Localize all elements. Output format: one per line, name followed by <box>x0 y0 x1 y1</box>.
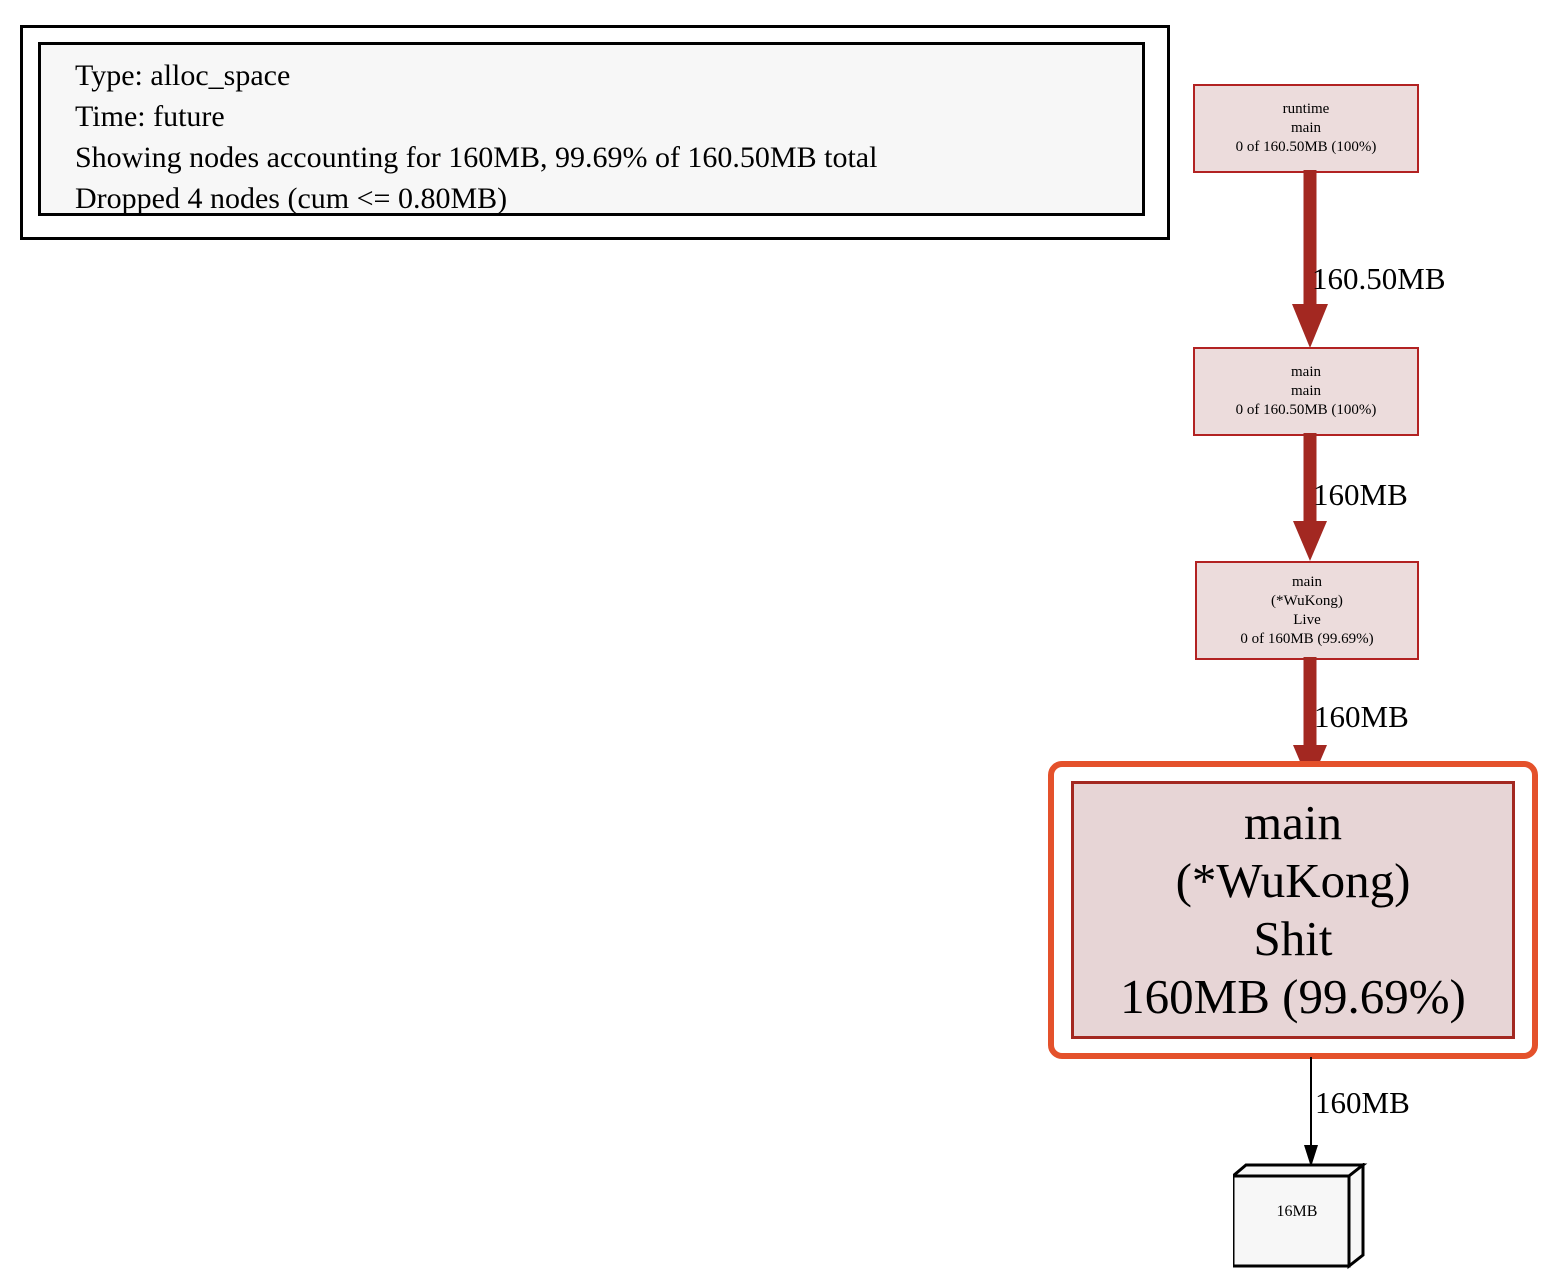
node-function-label: Shit <box>1253 911 1333 966</box>
graph-edge-4 <box>1304 1057 1318 1167</box>
node-stat-label: 160MB (99.69%) <box>1120 969 1466 1024</box>
graph-edge-1-label: 160.50MB <box>1312 261 1446 296</box>
graph-edge-3-label: 160MB <box>1314 699 1409 734</box>
graph-edge-2 <box>1293 433 1327 561</box>
node-stat-label: 0 of 160.50MB (100%) <box>1235 402 1377 418</box>
legend-box: Type: alloc_space Time: future Showing n… <box>20 25 1170 240</box>
legend-type-line: Type: alloc_space <box>75 59 291 92</box>
node-stat-label: 0 of 160MB (99.69%) <box>1240 630 1374 647</box>
node-package-label: main <box>1291 364 1321 380</box>
legend-inner-box: Type: alloc_space Time: future Showing n… <box>38 42 1145 216</box>
node-function-label: main <box>1291 383 1321 399</box>
node-receiver-label: (*WuKong) <box>1175 853 1411 908</box>
graph-node-leaf-16mb[interactable]: 16MB <box>1233 1163 1378 1271</box>
legend-time-line: Time: future <box>75 100 225 133</box>
node-function-label: main <box>1291 120 1321 136</box>
graph-edge-4-label: 160MB <box>1315 1085 1410 1120</box>
node-function-label: Live <box>1293 611 1321 628</box>
node-package-label: runtime <box>1282 101 1330 117</box>
node-leaf-label: 16MB <box>1276 1203 1318 1220</box>
legend-showing-line: Showing nodes accounting for 160MB, 99.6… <box>75 141 878 174</box>
graph-node-main-wukong-shit[interactable]: main (*WuKong) Shit 160MB (99.69%) <box>1071 781 1515 1039</box>
graph-edge-1 <box>1292 170 1328 348</box>
graph-node-focus-highlight[interactable]: main (*WuKong) Shit 160MB (99.69%) <box>1048 761 1538 1059</box>
node-package-label: main <box>1244 795 1342 850</box>
node-receiver-label: (*WuKong) <box>1271 592 1343 609</box>
node-stat-label: 0 of 160.50MB (100%) <box>1235 139 1377 155</box>
box3d-shape-icon <box>1233 1163 1368 1270</box>
graph-node-runtime-main[interactable]: runtime main 0 of 160.50MB (100%) <box>1193 84 1419 173</box>
node-package-label: main <box>1292 573 1322 590</box>
graph-edge-2-label: 160MB <box>1313 477 1408 512</box>
legend-dropped-line: Dropped 4 nodes (cum <= 0.80MB) <box>75 182 508 215</box>
graph-node-main-main[interactable]: main main 0 of 160.50MB (100%) <box>1193 347 1419 436</box>
graph-node-main-wukong-live[interactable]: main (*WuKong) Live 0 of 160MB (99.69%) <box>1195 561 1419 660</box>
